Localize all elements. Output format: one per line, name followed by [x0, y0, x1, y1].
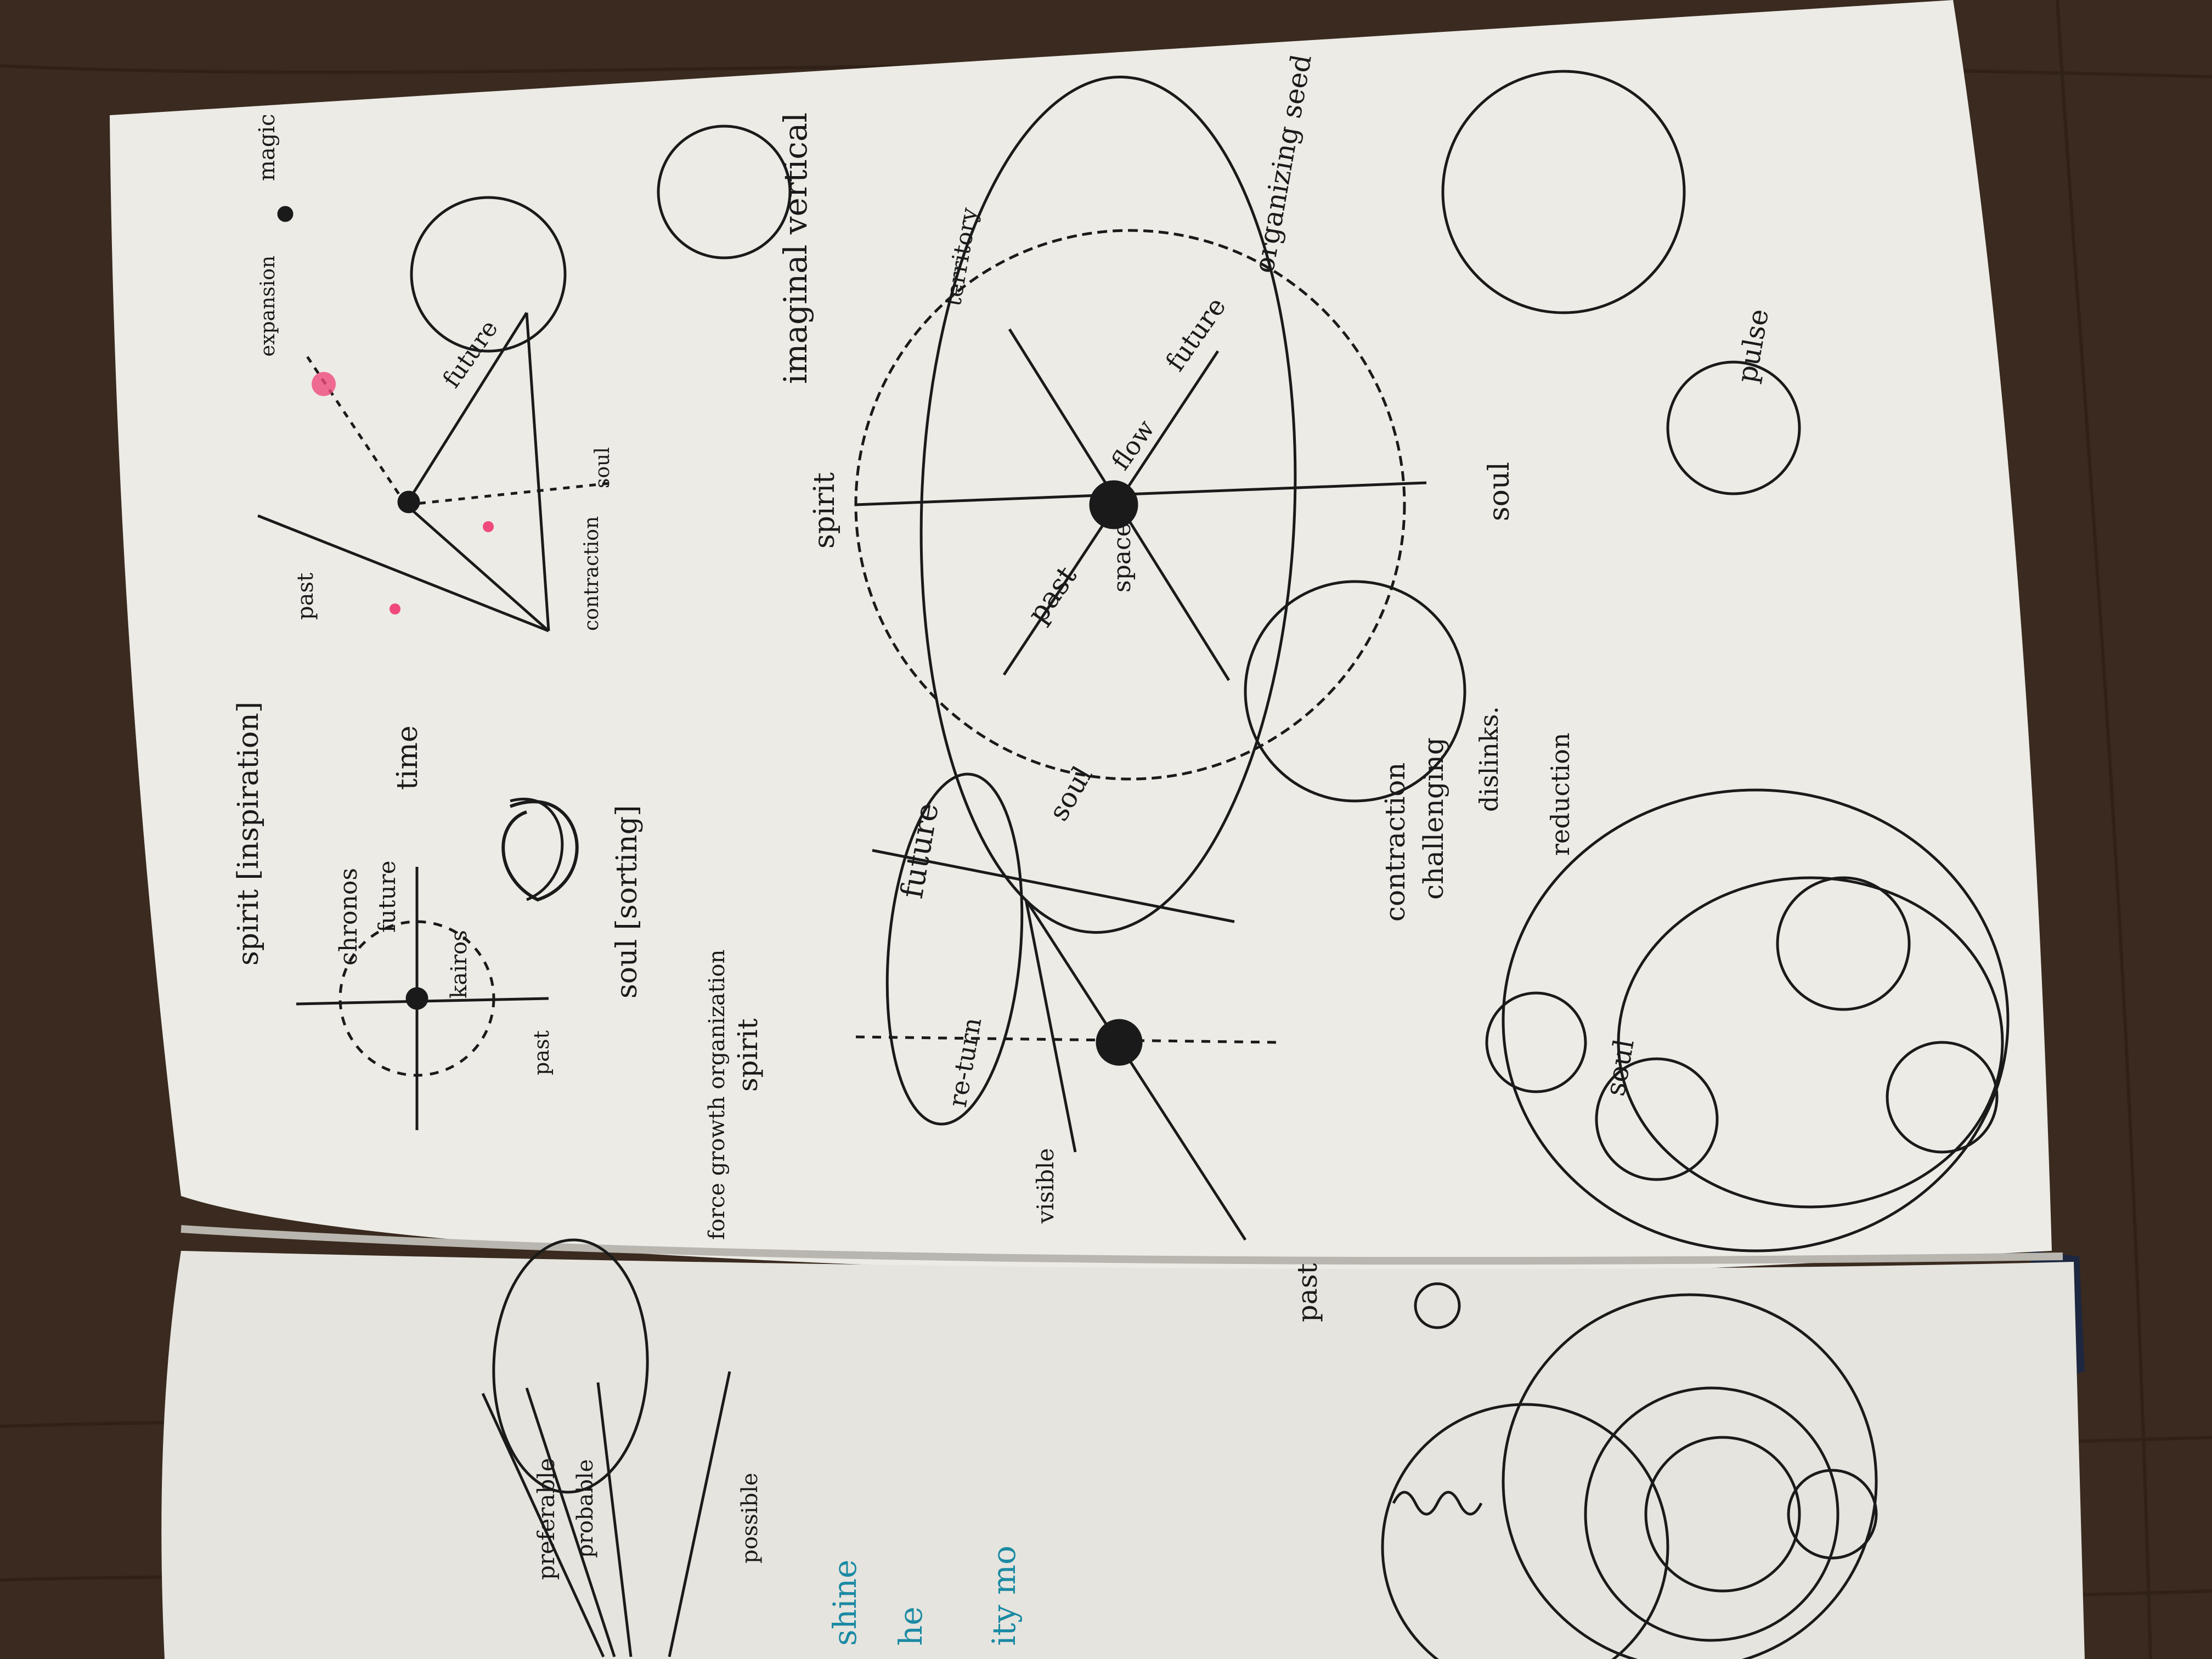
label-spirit-inspiration: spirit [inspiration]: [232, 702, 265, 966]
label-magic: magic: [255, 114, 280, 181]
left-page: [161, 1251, 2085, 1659]
label-time: time: [391, 725, 424, 790]
right-page: [110, 0, 2052, 1273]
label-soul-top: soul: [591, 447, 614, 488]
label-dislinks: dislinks.: [1474, 706, 1504, 812]
label-spirit-low: spirit: [732, 1018, 764, 1092]
label-space: space: [1108, 522, 1136, 592]
label-future-left: future: [374, 861, 400, 933]
label-contraction-low: contraction: [1379, 762, 1411, 922]
big-circle-diagram: [657, 70, 1801, 934]
label-kairos: kairos: [447, 930, 472, 998]
label-soul-sorting: soul [sorting]: [611, 805, 644, 998]
cone-diagram: [481, 1238, 731, 1658]
crescent-top: [501, 800, 579, 902]
lower-triangle-diagram: [855, 772, 1279, 1241]
top-triangle-diagram: [257, 196, 615, 633]
label-soul-mid: soul: [1483, 462, 1516, 521]
label-challenging: challenging: [1418, 737, 1449, 900]
page-fold: [180, 1225, 2063, 1265]
label-force-growth: force growth organization: [704, 950, 730, 1240]
label-blue-ity: ity mo: [985, 1545, 1023, 1646]
label-spirit-mid: spirit: [808, 472, 841, 549]
label-past-left: past: [529, 1030, 554, 1075]
top-left-cross-diagram: [296, 798, 564, 1130]
label-blue-shine: shine: [826, 1560, 864, 1646]
spiral-cluster: [1485, 788, 2010, 1252]
label-reduction: reduction: [1545, 732, 1575, 856]
scribble-circles: [1381, 1282, 1878, 1659]
label-chronos: chronos: [335, 868, 363, 966]
label-blue-he: he: [892, 1606, 929, 1646]
label-possible: possible: [737, 1472, 763, 1564]
label-imaginal-vertical: imaginal vertical: [777, 112, 814, 384]
label-expansion: expansion: [257, 256, 279, 357]
label-contraction: contraction: [580, 516, 603, 631]
label-visible: visible: [1032, 1148, 1059, 1224]
label-past-top: past: [293, 573, 318, 620]
label-preferable: preferable: [533, 1458, 560, 1580]
label-probable: probable: [573, 1459, 598, 1558]
label-past-left-page: past: [1291, 1263, 1323, 1322]
